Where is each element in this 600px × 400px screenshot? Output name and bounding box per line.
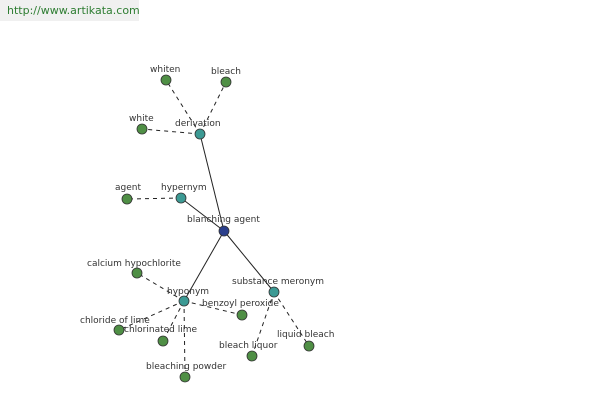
edge-derivation-white	[141, 128, 201, 135]
node-agent[interactable]	[121, 193, 133, 205]
node-label-bleaching-powder[interactable]: bleaching powder	[146, 362, 227, 372]
node-whiten[interactable]	[160, 74, 172, 86]
edge-hypernym-agent	[126, 197, 182, 200]
node-label-derivation[interactable]: derivation	[175, 119, 221, 129]
node-hyponym[interactable]	[178, 295, 190, 307]
node-label-white[interactable]: white	[129, 114, 154, 124]
node-benzoyl-peroxide[interactable]	[236, 309, 248, 321]
node-label-center[interactable]: blanching agent	[187, 215, 260, 225]
site-url[interactable]: http://www.artikata.com	[0, 0, 140, 21]
node-calcium-hypochlorite[interactable]	[131, 267, 143, 279]
node-label-calcium-hypochlorite[interactable]: calcium hypochlorite	[87, 259, 181, 269]
node-white[interactable]	[136, 123, 148, 135]
node-label-substance-meronym[interactable]: substance meronym	[232, 277, 324, 287]
edge-hyponym-chlorinated_lime	[162, 300, 185, 342]
edge-hyponym-calcium_hypochlorite	[136, 272, 185, 302]
edge-center-hyponym	[183, 230, 225, 302]
node-label-hypernym[interactable]: hypernym	[161, 183, 207, 193]
node-label-whiten[interactable]: whiten	[150, 65, 180, 75]
edge-hyponym-benzoyl_peroxide	[183, 300, 243, 316]
node-bleaching-powder[interactable]	[179, 371, 191, 383]
node-label-chloride-of-lime[interactable]: chloride of lime	[80, 316, 150, 326]
labels-layer: blanching agent derivation hypernym hyponym…	[80, 65, 334, 372]
nodes-layer	[113, 74, 315, 383]
edge-center-substance_meronym	[223, 230, 275, 293]
node-label-agent[interactable]: agent	[115, 183, 141, 193]
node-label-benzoyl-peroxide[interactable]: benzoyl peroxide	[202, 299, 279, 309]
edge-substance_meronym-liquid_bleach	[273, 291, 310, 347]
edges-layer	[118, 79, 310, 378]
node-chlorinated-lime[interactable]	[157, 335, 169, 347]
edge-derivation-bleach	[199, 81, 227, 135]
edge-center-hypernym	[180, 197, 225, 232]
edge-derivation-whiten	[165, 79, 201, 135]
node-bleach[interactable]	[220, 76, 232, 88]
edge-hyponym-chloride_of_lime	[118, 300, 185, 331]
node-label-liquid-bleach[interactable]: liquid bleach	[277, 330, 334, 340]
node-hypernym[interactable]	[175, 192, 187, 204]
node-label-bleach[interactable]: bleach	[211, 67, 241, 77]
node-label-chlorinated-lime[interactable]: chlorinated lime	[124, 325, 197, 335]
node-liquid-bleach[interactable]	[303, 340, 315, 352]
edge-substance_meronym-bleach_liquor	[251, 291, 275, 357]
node-label-hyponym[interactable]: hyponym	[167, 287, 209, 297]
node-bleach-liquor[interactable]	[246, 350, 258, 362]
node-label-bleach-liquor[interactable]: bleach liquor	[219, 341, 278, 351]
node-center[interactable]	[218, 225, 230, 237]
node-chloride-of-lime[interactable]	[113, 324, 125, 336]
node-substance-meronym[interactable]	[268, 286, 280, 298]
node-derivation[interactable]	[194, 128, 206, 140]
edge-center-derivation	[199, 133, 225, 232]
